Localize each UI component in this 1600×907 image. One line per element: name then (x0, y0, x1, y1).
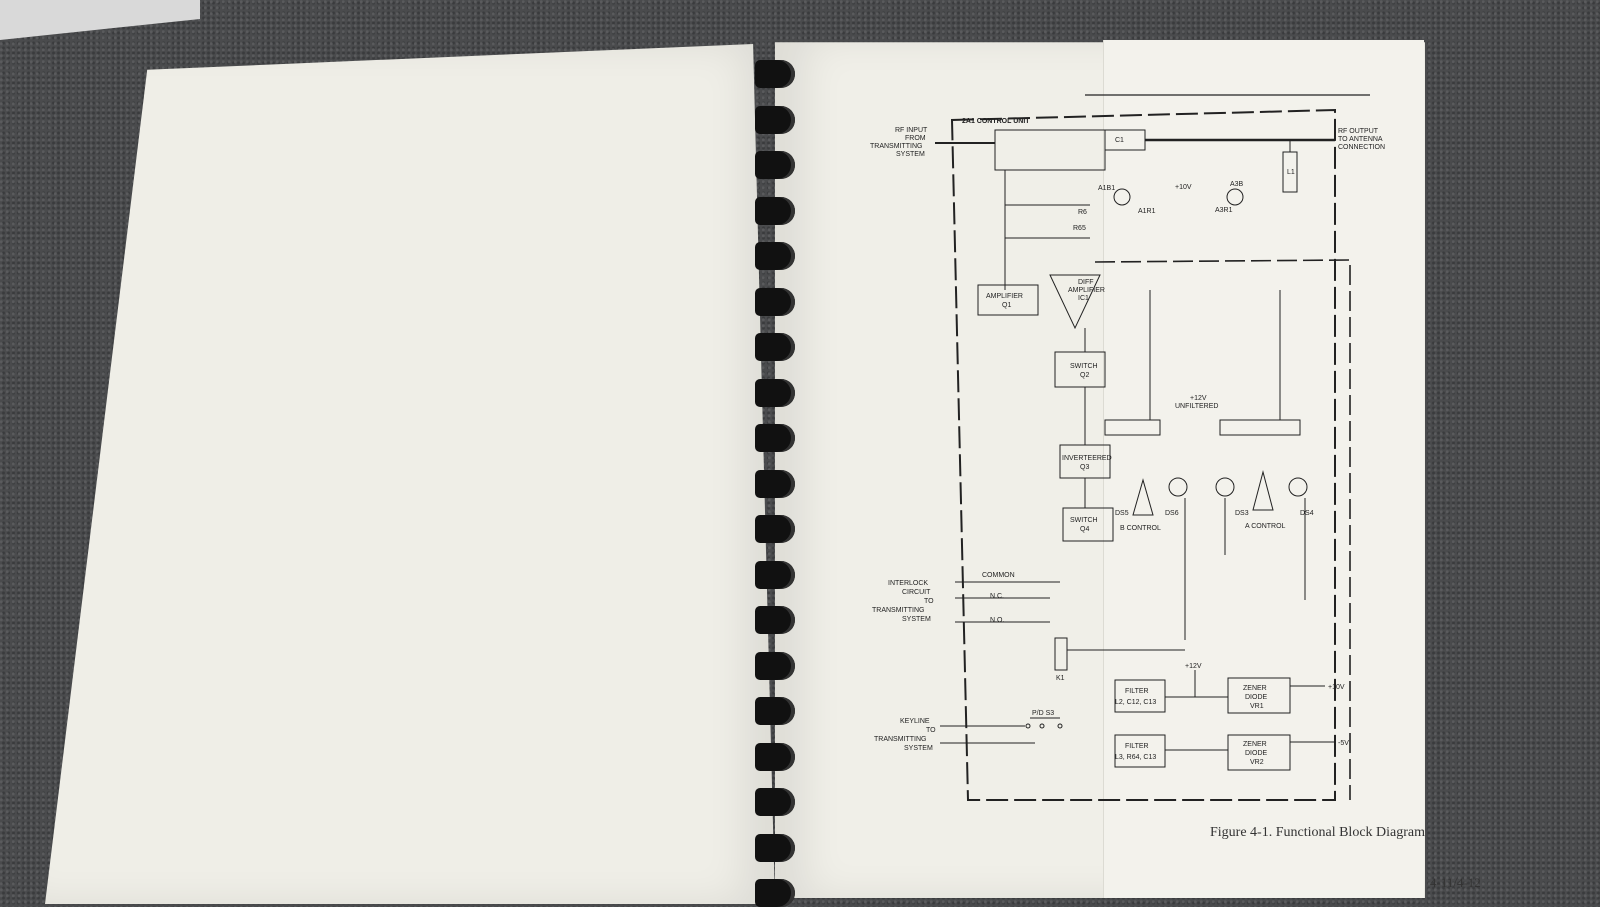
label-a1b1: A1B1 (1098, 185, 1115, 192)
binding-ring (755, 742, 795, 771)
binding-ring (755, 879, 795, 907)
label-rf-output-to: TO ANTENNA (1338, 136, 1383, 143)
page-number: 4-11/4-12 (1430, 875, 1481, 890)
binding-ring (755, 60, 795, 88)
binding-ring (755, 105, 795, 134)
binding-ring (755, 833, 795, 862)
label-a3b: A3B (1230, 181, 1244, 188)
label-switch-q2: SWITCH (1070, 363, 1098, 370)
label-ds5: DS5 (1115, 510, 1129, 517)
binding-ring (755, 515, 795, 543)
label-diff-ic1: IC1 (1078, 295, 1089, 302)
label-a3r1: A3R1 (1215, 207, 1233, 214)
label-plus12v: +12V (1185, 663, 1202, 670)
label-a-control: A CONTROL (1245, 523, 1286, 530)
binding-ring (755, 697, 795, 725)
binding-ring (755, 424, 795, 452)
background-paper-scrap (0, 0, 200, 40)
label-inverter: INVERTEERED (1062, 455, 1112, 462)
label-nc: N.C. (990, 593, 1004, 600)
label-rf-input-transmitting: TRANSMITTING (870, 143, 923, 150)
label-ds4: DS4 (1300, 510, 1314, 517)
binding-ring (755, 151, 795, 179)
binding-ring (755, 788, 795, 816)
label-rf-input-from: FROM (905, 135, 926, 142)
label-filter-1: FILTER (1125, 688, 1149, 695)
label-ds6: DS6 (1165, 510, 1179, 517)
label-rf-output: RF OUTPUT (1338, 128, 1379, 135)
label-filter-2: FILTER (1125, 743, 1149, 750)
label-switch-q4: SWITCH (1070, 517, 1098, 524)
label-zener-1-vr1: VR1 (1250, 703, 1264, 710)
label-interlock-to: TO (924, 598, 934, 605)
binding-ring (755, 606, 795, 634)
figure-caption: Figure 4-1. Functional Block Diagram (1210, 825, 1426, 840)
diagram-title: 2A1 CONTROL UNIT (962, 118, 1030, 125)
foldout-page (1103, 40, 1424, 898)
label-zener-2: ZENER (1243, 741, 1267, 748)
label-l1: L1 (1287, 169, 1295, 176)
label-unfiltered-a: UNFILTERED (1175, 403, 1218, 410)
label-rf-input: RF INPUT (895, 127, 928, 134)
label-k1: K1 (1056, 675, 1065, 682)
label-keyline: KEYLINE (900, 718, 930, 725)
binding-ring (755, 287, 795, 316)
label-diff-amplifier: AMPLIFIER (1068, 287, 1105, 294)
binding-ring (755, 651, 795, 680)
label-r65: R65 (1073, 225, 1086, 232)
label-interlock-circuit: CIRCUIT (902, 589, 931, 596)
binding-ring (755, 378, 795, 407)
binding-ring (755, 333, 795, 361)
label-zener-2-diode: DIODE (1245, 750, 1268, 757)
label-zener-2-vr2: VR2 (1250, 759, 1264, 766)
label-minus5v-out: -5V (1338, 740, 1349, 747)
label-interlock-transmitting: TRANSMITTING (872, 607, 925, 614)
label-interlock: INTERLOCK (888, 580, 928, 587)
label-rf-output-conn: CONNECTION (1338, 144, 1385, 151)
functional-block-diagram: 2A1 CONTROL UNIT RF INPUT FROM TRANSMITT… (870, 94, 1385, 801)
label-zener-1: ZENER (1243, 685, 1267, 692)
label-c1: C1 (1115, 137, 1124, 144)
label-b-control: B CONTROL (1120, 525, 1161, 532)
binding-ring (755, 196, 795, 225)
label-filter-1-parts: L2, C12, C13 (1115, 699, 1156, 706)
label-pd-s3: P/D S3 (1032, 710, 1054, 717)
label-switch-q4-id: Q4 (1080, 526, 1089, 533)
label-amplifier: AMPLIFIER (986, 293, 1023, 300)
label-keyline-transmitting: TRANSMITTING (874, 736, 927, 743)
label-switch-q2-id: Q2 (1080, 372, 1089, 379)
label-plus10v-out: +10V (1328, 684, 1345, 691)
binding-ring (755, 560, 795, 589)
label-interlock-system: SYSTEM (902, 616, 931, 623)
label-r6: R6 (1078, 209, 1087, 216)
label-rf-input-system: SYSTEM (896, 151, 925, 158)
label-diff: DIFF (1078, 279, 1094, 286)
label-amplifier-q1: Q1 (1002, 302, 1011, 309)
label-12v-a: +12V (1190, 395, 1207, 402)
binding-ring (755, 469, 795, 498)
label-keyline-to: TO (926, 727, 936, 734)
label-common: COMMON (982, 572, 1015, 579)
label-inverter-q3: Q3 (1080, 464, 1089, 471)
label-keyline-system: SYSTEM (904, 745, 933, 752)
spiral-binding (755, 48, 795, 907)
label-ds3: DS3 (1235, 510, 1249, 517)
label-zener-1-diode: DIODE (1245, 694, 1268, 701)
left-blank-page (45, 44, 775, 904)
label-no: N.O. (990, 617, 1004, 624)
binding-ring (755, 242, 795, 270)
label-plus10v: +10V (1175, 184, 1192, 191)
label-filter-2-parts: L3, R64, C13 (1115, 754, 1156, 761)
label-a1r1: A1R1 (1138, 208, 1156, 215)
